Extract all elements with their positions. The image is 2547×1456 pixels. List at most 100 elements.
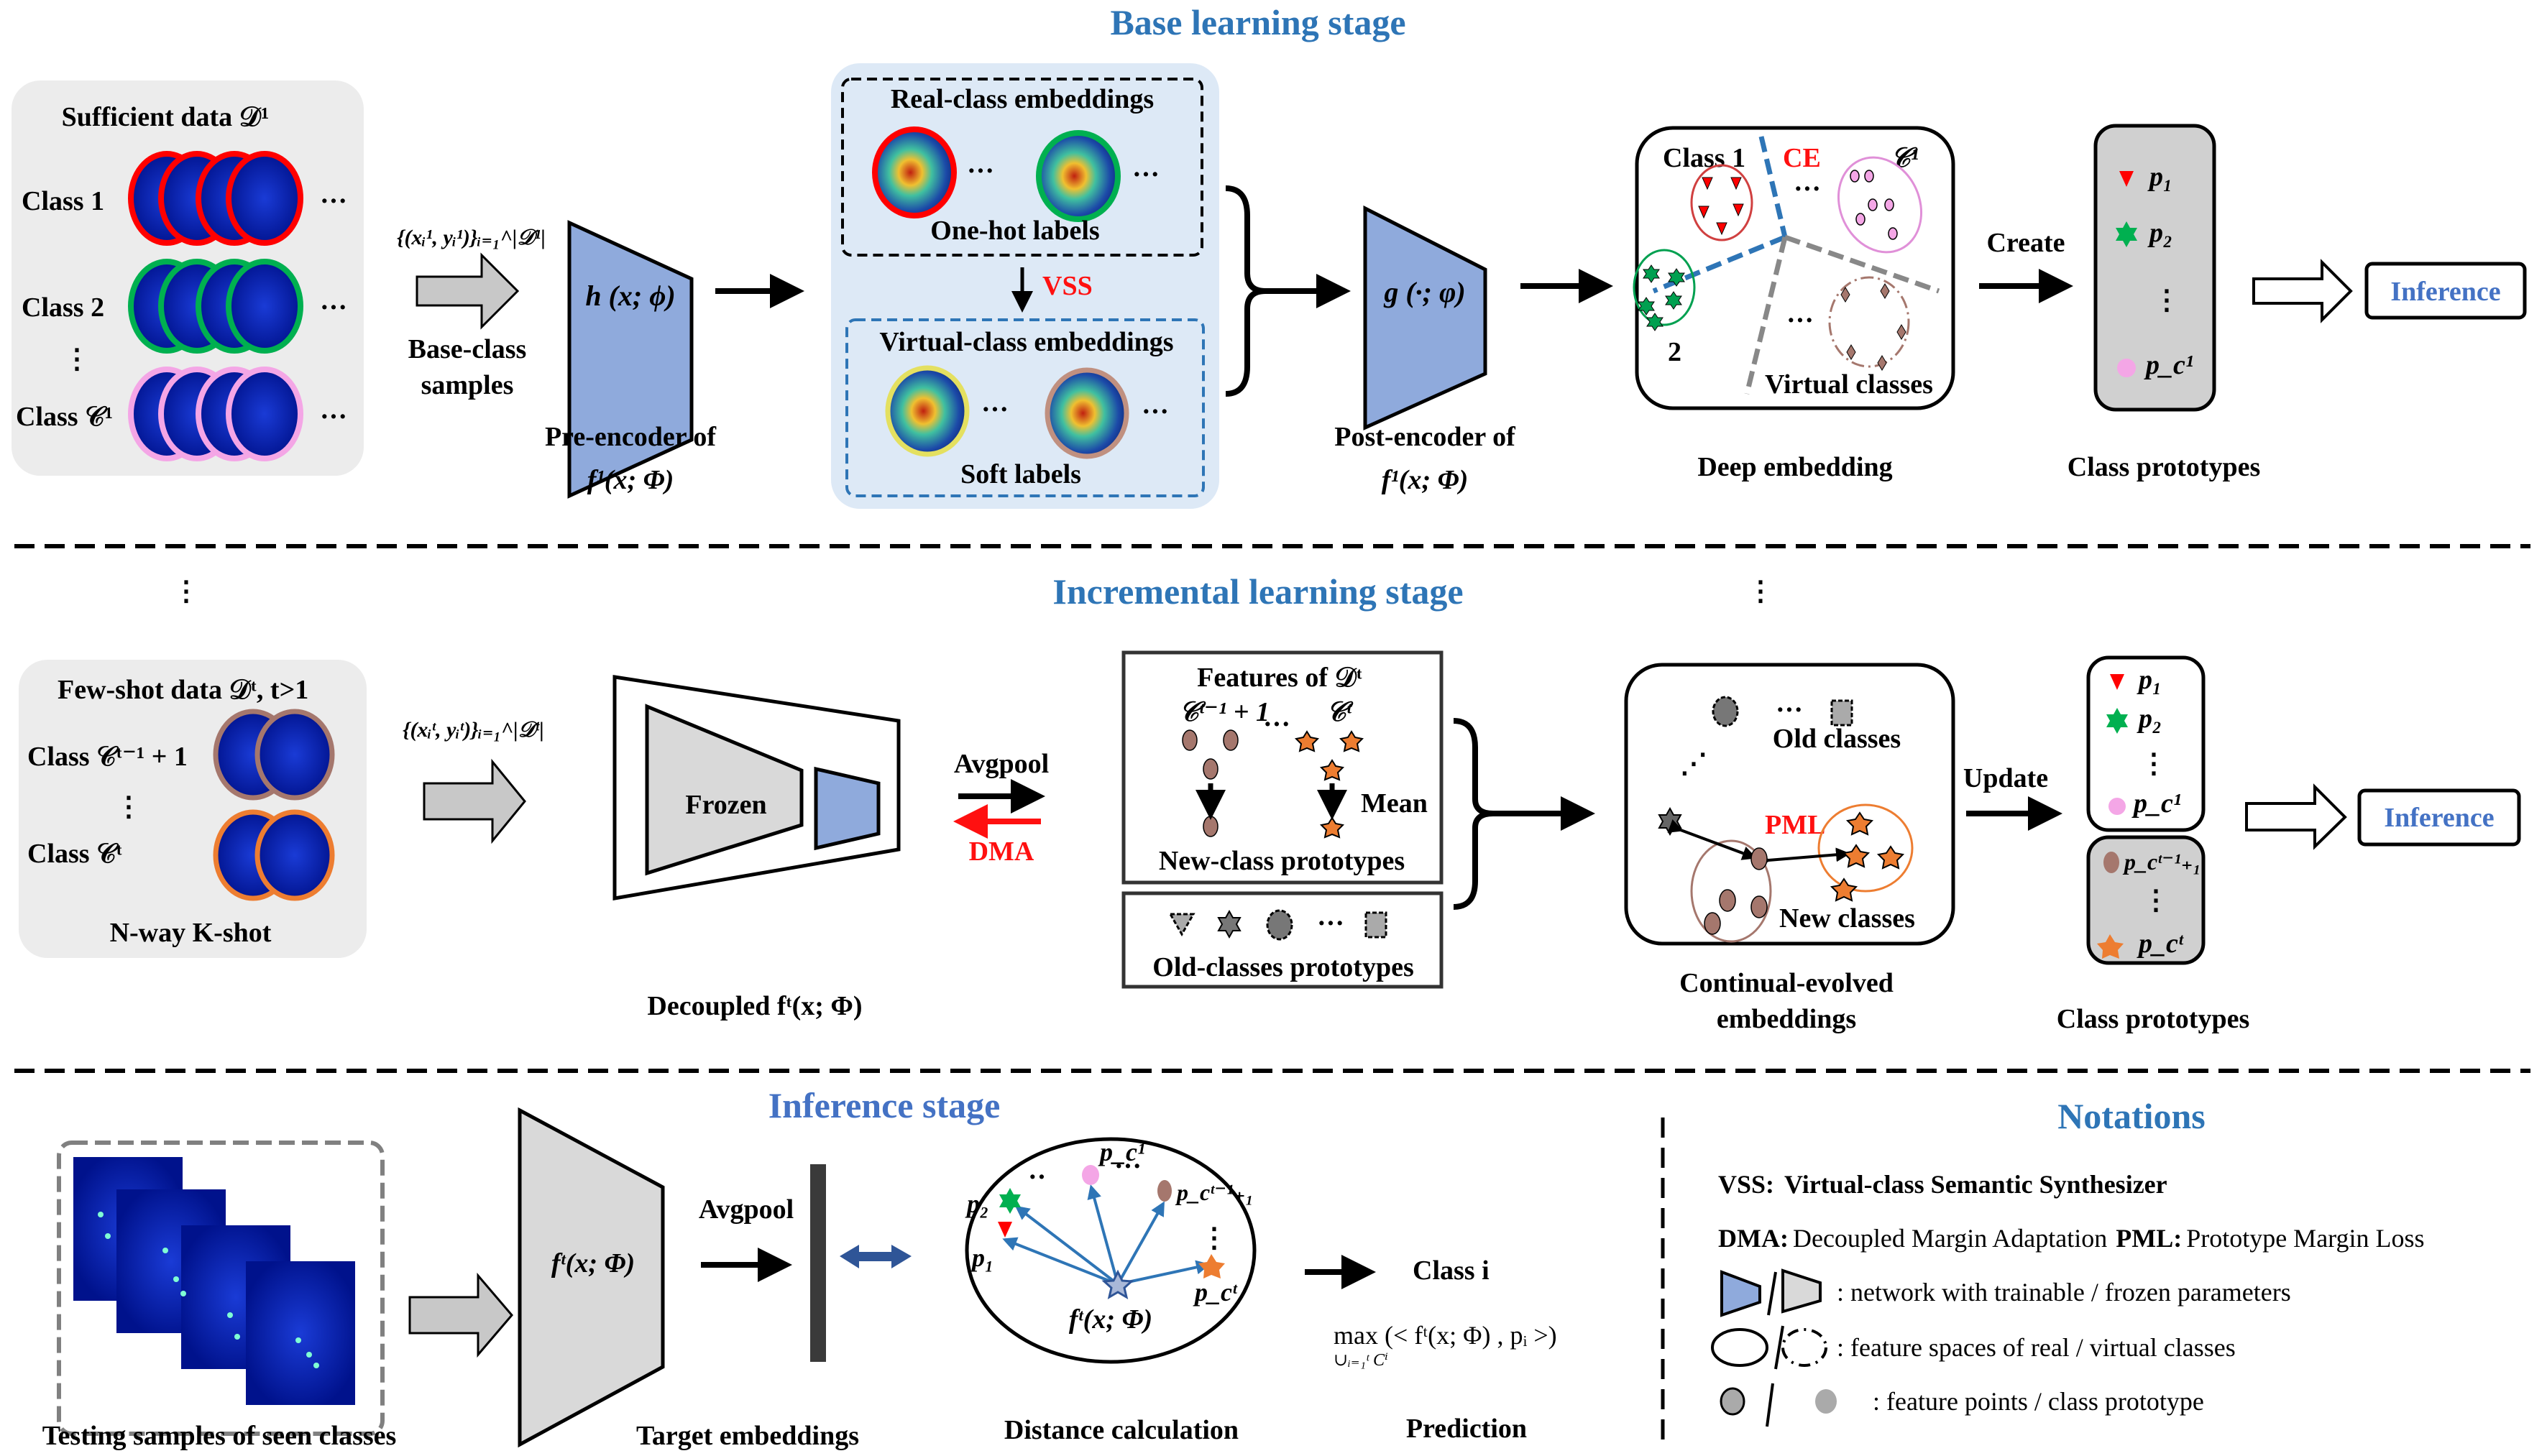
- sample-disk: [226, 367, 303, 461]
- classC-point: [1868, 198, 1878, 211]
- new-brown-point: [1719, 889, 1736, 912]
- virtual-space-icon: [1781, 1328, 1827, 1367]
- few-shot-data-panel: Few-shot data 𝒟ᵗ, t>1 Class 𝒞ᵗ⁻¹ + 1 ⋮ C…: [19, 660, 367, 958]
- deep-embedding-caption: Deep embedding: [1697, 452, 1892, 482]
- inc-p2: p₂: [2137, 704, 2162, 734]
- brown-feature: [1203, 816, 1219, 837]
- inc-orange-star-icon: [2097, 934, 2124, 959]
- row1-ellipsis: ···: [320, 186, 347, 216]
- feature-point-icon: [1720, 1387, 1745, 1416]
- orange-feature: [1319, 816, 1345, 839]
- vss-label: VSS: [1042, 271, 1093, 301]
- inc-prototypes-caption: Class prototypes: [2057, 1004, 2250, 1034]
- classC-space: [1837, 156, 1923, 254]
- inc-input-formula: {(xᵢᵗ, yᵢᵗ)}ᵢ₌₁^|𝒟ᵗ|: [403, 718, 544, 742]
- sar-speckle: [234, 1334, 240, 1340]
- network-notation: : network with trainable / frozen parame…: [1837, 1278, 2291, 1307]
- inc-inference-label: Inference: [2384, 803, 2494, 833]
- post-encoder-caption-1: Post-encoder of: [1334, 422, 1516, 452]
- vertical-ellipsis: ⋮: [63, 344, 91, 374]
- dist-ellipsis-1: ··: [1028, 1162, 1046, 1192]
- base-stage-title: Base learning stage: [1110, 2, 1405, 42]
- dist-pc1-icon: [1082, 1165, 1099, 1185]
- sufficient-data-title: Sufficient data 𝒟¹: [62, 102, 270, 132]
- stage-gap-ellipsis-left: ⋮: [173, 576, 200, 607]
- orange-feature: [1339, 730, 1364, 752]
- inc-merge-brace: [1453, 718, 1494, 910]
- inc-p1-triangle-icon: [2110, 674, 2124, 690]
- class-2-text: 2: [1668, 337, 1681, 367]
- class-ct-label: Class 𝒞ᵗ: [27, 839, 122, 869]
- base-prototypes-panel: p₁ p₂ ⋮ p_c¹: [2093, 124, 2216, 412]
- ce-label: CE: [1783, 143, 1821, 173]
- new-brown-point: [1704, 912, 1721, 935]
- inc-input-arrow: [423, 758, 526, 844]
- evolved-caption-2: embeddings: [1717, 1004, 1856, 1034]
- classC-point: [1884, 198, 1894, 211]
- sar-speckle: [306, 1352, 312, 1358]
- old-prototypes-box: ··· Old-classes prototypes: [1121, 891, 1444, 989]
- base-inference-button[interactable]: Inference: [2364, 262, 2527, 320]
- embeddings-panel: Real-class embeddings ··· ··· One-hot la…: [831, 63, 1219, 509]
- classC-point: [1855, 213, 1865, 226]
- inc-inference-arrow: [2245, 783, 2347, 850]
- incremental-stage-title: Incremental learning stage: [1052, 571, 1463, 612]
- base-input-arrow: [416, 252, 520, 330]
- target-embeddings-caption: Target embeddings: [636, 1421, 859, 1451]
- evolved-caption-1: Continual-evolved: [1679, 968, 1894, 998]
- inc-inference-button[interactable]: Inference: [2357, 788, 2521, 847]
- class-prototype-icon: [1815, 1389, 1837, 1414]
- row3-ellipsis: ···: [320, 402, 347, 432]
- evolved-old-circle: [1712, 696, 1739, 727]
- c1-label: 𝒞¹: [1891, 143, 1919, 173]
- sar-speckle: [295, 1337, 301, 1343]
- evolved-old-square: [1830, 699, 1853, 727]
- sar-speckle: [105, 1233, 111, 1239]
- sample-disk: [254, 809, 335, 901]
- dist-center-label: fᵗ(x; Φ): [1069, 1304, 1152, 1335]
- old-star-icon: [1217, 909, 1242, 939]
- class2-point: [1638, 297, 1655, 315]
- class1-point: [1702, 177, 1713, 190]
- pre-encoder-caption-1: Pre-encoder of: [545, 422, 717, 452]
- decoupled-encoder: Frozen: [612, 675, 901, 900]
- old-circle-icon: [1266, 909, 1293, 941]
- few-shot-title: Few-shot data 𝒟ᵗ, t>1: [58, 675, 308, 705]
- class-1-label: Class 1: [22, 186, 104, 216]
- features-left-class: 𝒞ᵗ⁻¹ + 1: [1179, 697, 1270, 727]
- sar-speckle: [162, 1248, 168, 1253]
- dist-ellipsis-2: ···: [1114, 1151, 1142, 1181]
- inc-pct1: p_cᵗ⁻¹₊₁: [2122, 849, 2201, 875]
- post-encoder-label: g (·; φ): [1383, 276, 1465, 308]
- dist-pct1: p_cᵗ⁻¹₊₁: [1175, 1179, 1254, 1205]
- distance-line: [1014, 1205, 1119, 1286]
- pc1-circle-icon: [2117, 359, 2136, 377]
- class-ct1-label: Class 𝒞ᵗ⁻¹ + 1: [27, 742, 188, 772]
- virtual-embedding-1: [885, 365, 970, 457]
- one-hot-labels: One-hot labels: [930, 216, 1099, 246]
- inc-new-brown-icon: [2103, 852, 2119, 873]
- sar-speckle: [227, 1312, 233, 1318]
- sample-disk: [226, 151, 303, 246]
- pre-encoder-caption-2: f¹(x; Φ): [587, 465, 674, 495]
- slash-3: [1766, 1383, 1774, 1427]
- new-brown-point: [1750, 847, 1768, 870]
- real-embedding-1: [872, 126, 957, 218]
- pml-label: PML: [1765, 810, 1825, 840]
- base-pc1: p_c¹: [2144, 350, 2193, 380]
- merge-brace: [1225, 185, 1266, 397]
- classC-point: [1850, 170, 1860, 183]
- dma-label: DMA: [969, 837, 1034, 867]
- sar-speckle: [173, 1276, 179, 1282]
- p2-star-icon: [2116, 221, 2137, 247]
- brown-feature: [1223, 729, 1239, 751]
- testing-samples-caption: Testing samples of seen classes: [42, 1421, 397, 1451]
- class-c1-label: Class 𝒞¹: [16, 402, 113, 432]
- virtual-ellipsis-2: ···: [1142, 397, 1169, 427]
- pml-arrow-old: [1667, 819, 1757, 860]
- test-sample-4: [246, 1261, 355, 1405]
- class1-point: [1698, 206, 1710, 219]
- inf-avgpool-label: Avgpool: [699, 1194, 794, 1225]
- prediction-formula: max (< fᵗ(x; Φ) , pᵢ >): [1334, 1321, 1557, 1350]
- new-classes-label: New classes: [1779, 903, 1915, 934]
